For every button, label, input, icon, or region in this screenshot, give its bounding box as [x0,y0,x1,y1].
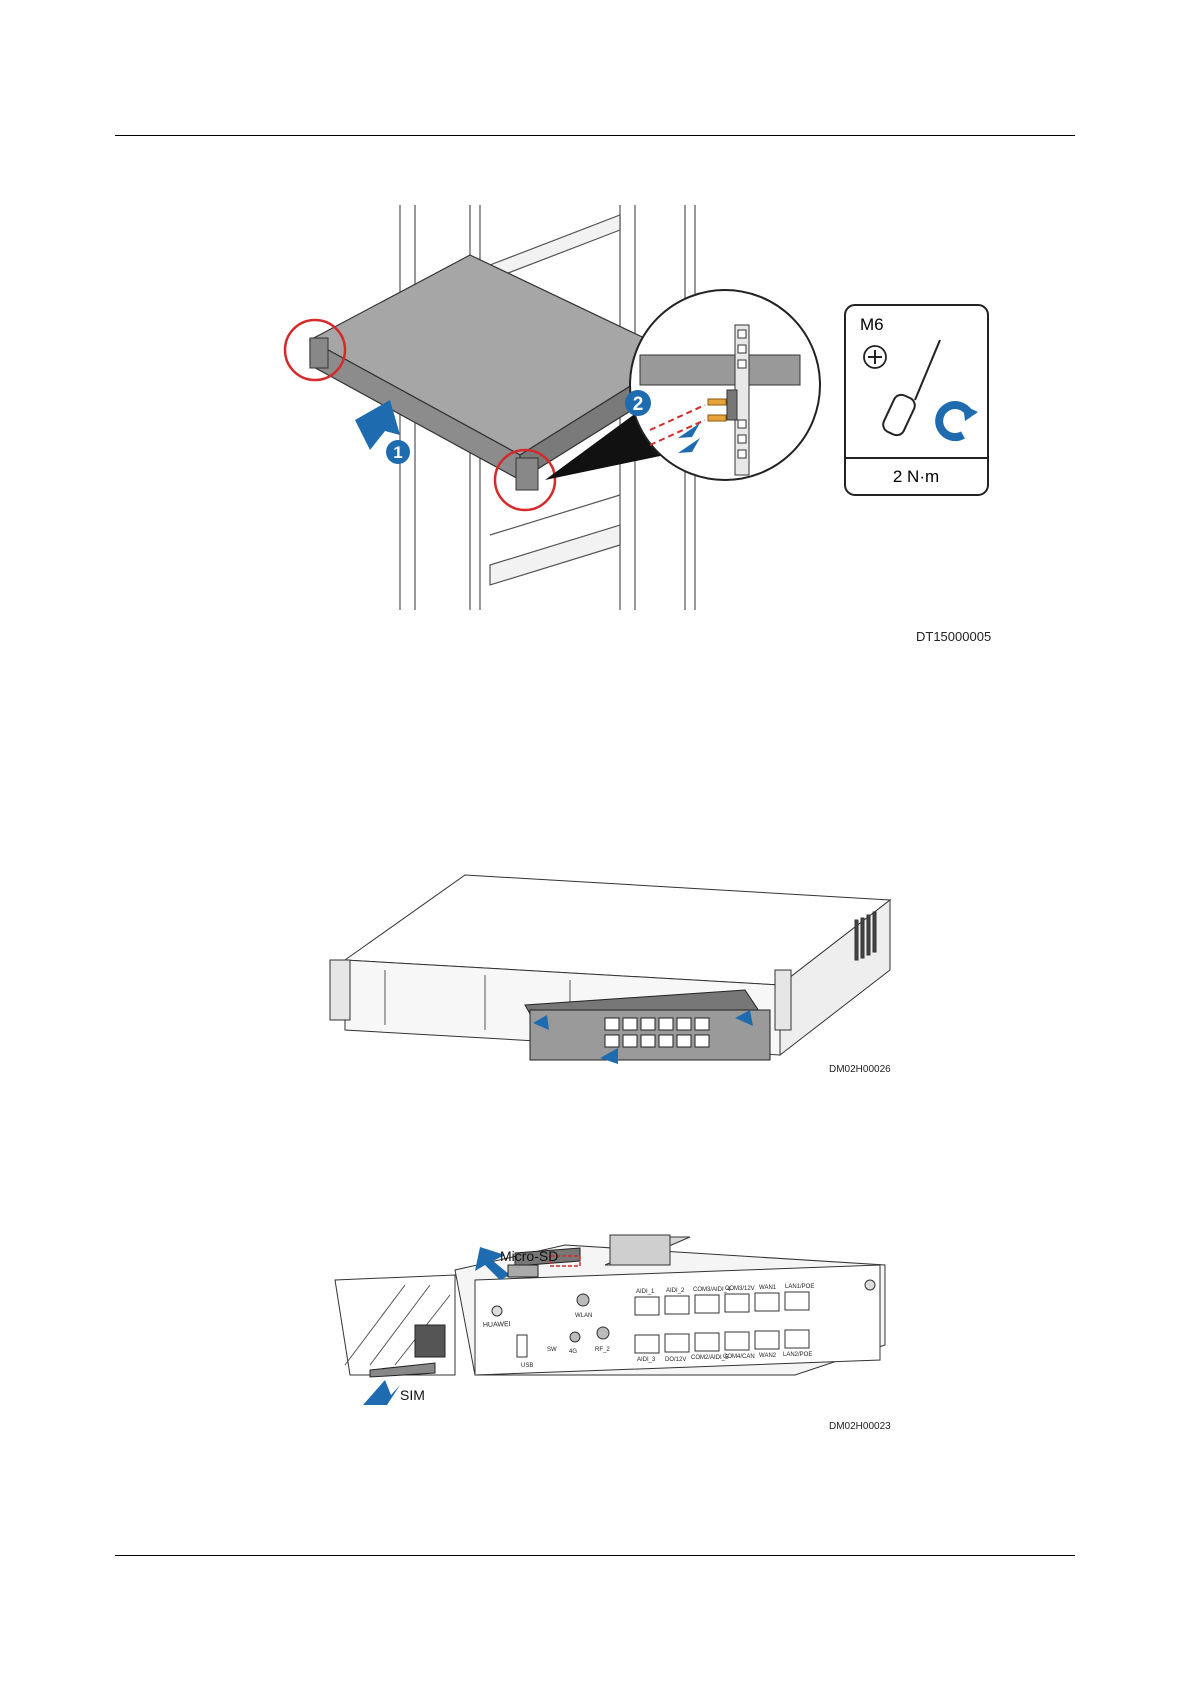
torque-label: 2 N·m [893,467,939,486]
rf-label: RF_2 [595,1347,610,1353]
card-illustration: AIDI_1 AIDI_2 COM3/AIDI_4 COM3/12V WAN1 … [325,1225,900,1410]
tool-panel: M6 2 N·m [845,305,988,495]
figure-chassis-card [325,870,900,1075]
figure-2-code: DM02H00026 [829,1064,891,1075]
sw-label: SW [547,1347,557,1353]
microsd-label: Micro-SD [500,1248,558,1264]
port-label-10: COM4/CAN [723,1354,755,1360]
rack-mount-illustration: 1 2 M6 2 N·m [280,205,1000,625]
port-label-12: LAN2/POE [783,1352,812,1358]
screw-size-label: M6 [860,315,884,334]
port-label-4: COM3/12V [725,1286,755,1292]
figure-3-code: DM02H00023 [829,1421,891,1432]
4g-label: 4G [569,1349,577,1355]
callout-2-label: 2 [633,394,644,415]
brand-label: HUAWEI [483,1321,511,1329]
port-label-5: WAN1 [759,1285,777,1291]
sim-label: SIM [400,1387,425,1403]
figure-card-sim-sd: AIDI_1 AIDI_2 COM3/AIDI_4 COM3/12V WAN1 … [325,1225,900,1410]
sim-slot [415,1325,445,1357]
footer-rule [115,1555,1075,1556]
usb-label: USB [521,1363,533,1369]
port-label-6: LAN1/POE [785,1284,814,1290]
microsd-card [508,1265,538,1277]
figure-1-code: DT15000005 [916,629,991,644]
port-label-8: DO/12V [665,1357,686,1363]
sim-insert-arrow [363,1380,400,1405]
callout-1-label: 1 [393,443,402,462]
chassis-illustration [325,870,900,1075]
port-label-11: WAN2 [759,1353,777,1359]
port-label-2: AIDI_2 [666,1288,685,1294]
figure-rack-mount: 1 2 M6 2 N·m [280,205,1000,625]
wlan-label: WLAN [575,1313,592,1319]
zoom-detail [630,290,820,480]
port-label-1: AIDI_1 [636,1289,655,1295]
header-rule [115,135,1075,136]
port-label-7: AIDI_3 [637,1357,656,1363]
